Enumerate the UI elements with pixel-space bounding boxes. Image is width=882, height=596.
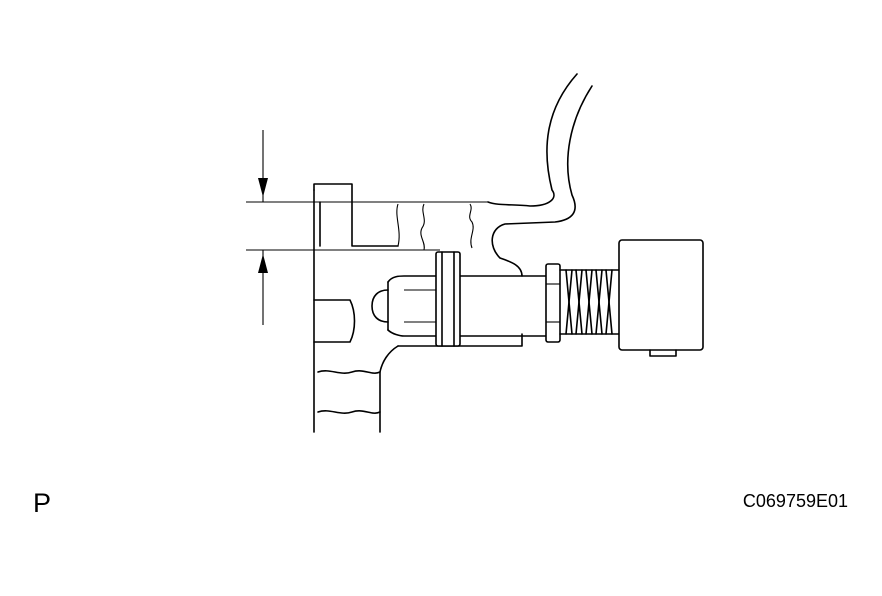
housing-body <box>313 73 593 433</box>
plunger-shaft <box>371 275 549 337</box>
corner-letter: P <box>33 488 52 518</box>
dimension-indicator <box>246 130 488 325</box>
spring-assembly <box>545 263 621 343</box>
seal-ring <box>435 251 461 347</box>
figure-code: C069759E01 <box>742 491 848 511</box>
actuator-block <box>618 239 704 357</box>
